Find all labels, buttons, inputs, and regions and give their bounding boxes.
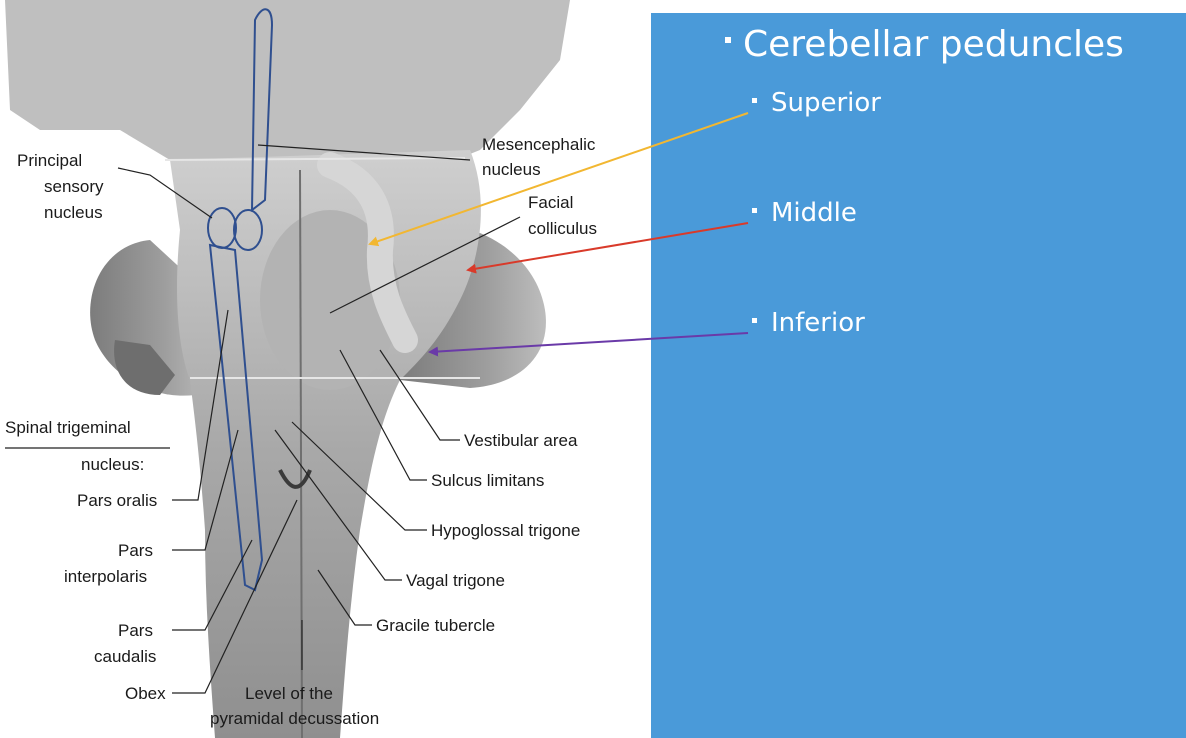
medulla-pons <box>170 150 481 738</box>
superior-peduncle <box>317 152 418 353</box>
label-pars-interpolaris-2: interpolaris <box>64 567 147 586</box>
label-spinal-2: nucleus: <box>81 455 144 474</box>
bullet-superior: Superior <box>752 88 881 118</box>
bullet-inferior-text: Inferior <box>771 308 865 338</box>
bullet-middle-text: Middle <box>771 198 857 228</box>
obex-notch <box>278 469 312 489</box>
label-spinal-1: Spinal trigeminal <box>5 418 131 437</box>
trigeminal-nucleus-outline <box>207 8 274 592</box>
label-sulcus: Sulcus limitans <box>431 471 544 490</box>
bullet-marker-icon <box>752 318 757 323</box>
bullet-inferior: Inferior <box>752 308 865 338</box>
bullet-superior-text: Superior <box>771 88 881 118</box>
bullet-marker-icon <box>752 98 757 103</box>
arrow-superior <box>368 112 749 247</box>
section-line-upper <box>164 157 466 161</box>
label-pars-oralis: Pars oralis <box>77 491 157 510</box>
bullet-panel <box>651 13 1186 738</box>
label-principal-3: nucleus <box>44 203 103 222</box>
label-pars-interpolaris-1: Pars <box>118 541 153 560</box>
panel-title: Cerebellar peduncles <box>725 24 1124 65</box>
midbrain-top <box>5 0 570 170</box>
label-hypoglossal: Hypoglossal trigone <box>431 521 580 540</box>
fourth-ventricle-floor <box>260 210 400 390</box>
bullet-middle: Middle <box>752 198 857 228</box>
arrow-inferior <box>428 332 749 357</box>
label-principal-2: sensory <box>44 177 104 196</box>
bullet-marker-icon <box>725 37 731 43</box>
label-pars-caudalis-2: caudalis <box>94 647 156 666</box>
label-obex: Obex <box>125 684 166 703</box>
label-level-1: Level of the <box>245 684 333 703</box>
label-mesencephalic-2: nucleus <box>482 160 541 179</box>
label-vestibular: Vestibular area <box>464 431 578 450</box>
principal-nucleus-outline-right <box>233 209 263 251</box>
panel-title-text: Cerebellar peduncles <box>743 24 1124 65</box>
leader-lines <box>5 144 521 694</box>
label-vagal: Vagal trigone <box>406 571 505 590</box>
label-principal-1: Principal <box>17 151 82 170</box>
label-facial-1: Facial <box>528 193 573 212</box>
arrow-middle <box>466 222 749 274</box>
label-mesencephalic-1: Mesencephalic <box>482 135 596 154</box>
left-flocculus <box>114 340 175 395</box>
bullet-marker-icon <box>752 208 757 213</box>
label-level-2: pyramidal decussation <box>210 709 379 728</box>
figure-labels: Principal sensory nucleus Mesencephalic … <box>5 135 597 728</box>
spinal-nucleus-outline <box>208 243 264 592</box>
label-pars-caudalis-1: Pars <box>118 621 153 640</box>
label-gracile: Gracile tubercle <box>376 616 495 635</box>
label-facial-2: colliculus <box>528 219 597 238</box>
mesencephalic-nucleus-outline <box>250 8 274 213</box>
